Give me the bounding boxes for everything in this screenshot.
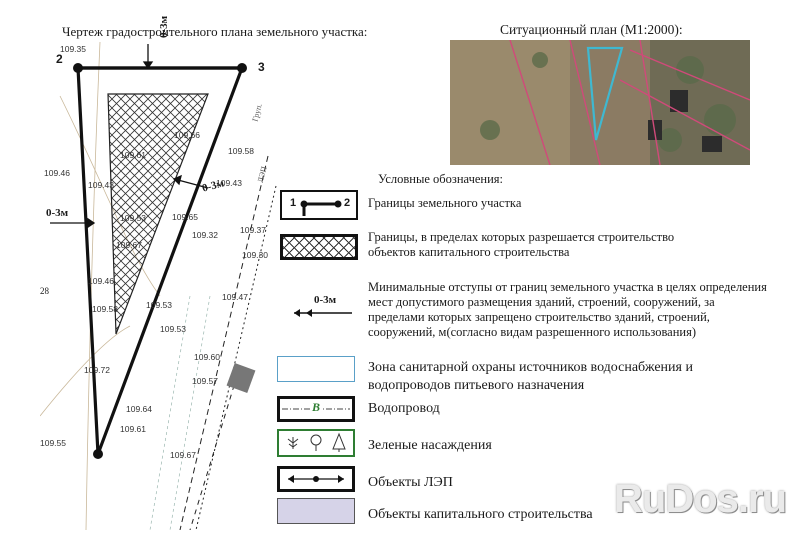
elevation: 109.53: [146, 300, 172, 310]
legend-text-setback: Минимальные отступы от границ земельного…: [368, 280, 767, 339]
corner-label-3: 3: [258, 60, 265, 74]
setback-label-left: 0-3м: [46, 207, 69, 219]
elevation: 109.64: [126, 404, 152, 414]
legend-symbol-water-pipe: В: [277, 396, 355, 422]
elevation: 109.61: [120, 424, 146, 434]
legend-text-capital: Объекты капитального строительства: [368, 507, 593, 522]
elevation: 109.35: [60, 44, 86, 54]
elevation: 109.57: [192, 376, 218, 386]
legend-symbol-boundary: 1 2: [280, 190, 358, 220]
elevation: 109.60: [194, 352, 220, 362]
boundary-point-2: 2: [344, 197, 351, 209]
setback-symbol-label: 0-3м: [314, 294, 337, 306]
elevation: 109.72: [84, 365, 110, 375]
situation-title: Ситуационный план (М1:2000):: [500, 22, 683, 37]
elevation: 109.66: [174, 130, 200, 140]
elevation: 109.37: [240, 225, 266, 235]
elevation: 109.43: [88, 180, 114, 190]
legend-text-boundary: Границы земельного участка: [368, 196, 522, 210]
legend-symbol-buildable: [280, 234, 358, 260]
legend-symbol-sanitary: [277, 356, 355, 382]
parcel-outline: [586, 46, 624, 141]
corner-label-2: 2: [56, 52, 63, 66]
water-pipe-letter: В: [310, 400, 323, 415]
legend-text-green: Зеленые насаждения: [368, 438, 492, 453]
legend-heading: Условные обозначения:: [378, 172, 504, 186]
setback-label-top: 0-3м: [158, 15, 170, 38]
elevation: 109.67: [116, 240, 142, 250]
parcel-drawing: [40, 41, 277, 530]
legend-text-power-line: Объекты ЛЭП: [368, 475, 453, 490]
elevation: 109.53: [120, 213, 146, 223]
elevation: 109.61: [120, 150, 146, 160]
legend-symbol-setback: 0-3м: [286, 294, 364, 318]
legend-text-water-pipe: Водопровод: [368, 401, 440, 416]
elevation: 109.43: [216, 178, 242, 188]
legend-symbol-power-line: [277, 466, 355, 492]
boundary-point-1: 1: [290, 197, 297, 209]
elevation: 109.46: [44, 168, 70, 178]
elevation: 109.53: [160, 324, 186, 334]
legend-text-buildable: Границы, в пределах которых разрешается …: [368, 230, 675, 259]
elevation: 109.58: [228, 146, 254, 156]
elevation: 109.58: [92, 304, 118, 314]
elevation: 109.46: [88, 276, 114, 286]
side-label: 28: [40, 286, 49, 296]
elevation: 109.65: [172, 212, 198, 222]
drawing-title: Чертеж градостроительного плана земельно…: [62, 24, 368, 39]
watermark-logo: RuDos.ru: [614, 477, 787, 521]
buildable-zone: [107, 93, 209, 335]
elevation: 109.47: [222, 292, 248, 302]
elevation: 109.32: [192, 230, 218, 240]
legend-symbol-green: [277, 429, 355, 457]
elevation: 109.30: [242, 250, 268, 260]
elevation: 109.55: [40, 438, 66, 448]
elevation: 109.67: [170, 450, 196, 460]
situation-aerial-image: [450, 40, 750, 165]
legend-text-sanitary: Зона санитарной охраны источников водосн…: [368, 360, 693, 393]
legend-symbol-capital: [277, 498, 355, 524]
